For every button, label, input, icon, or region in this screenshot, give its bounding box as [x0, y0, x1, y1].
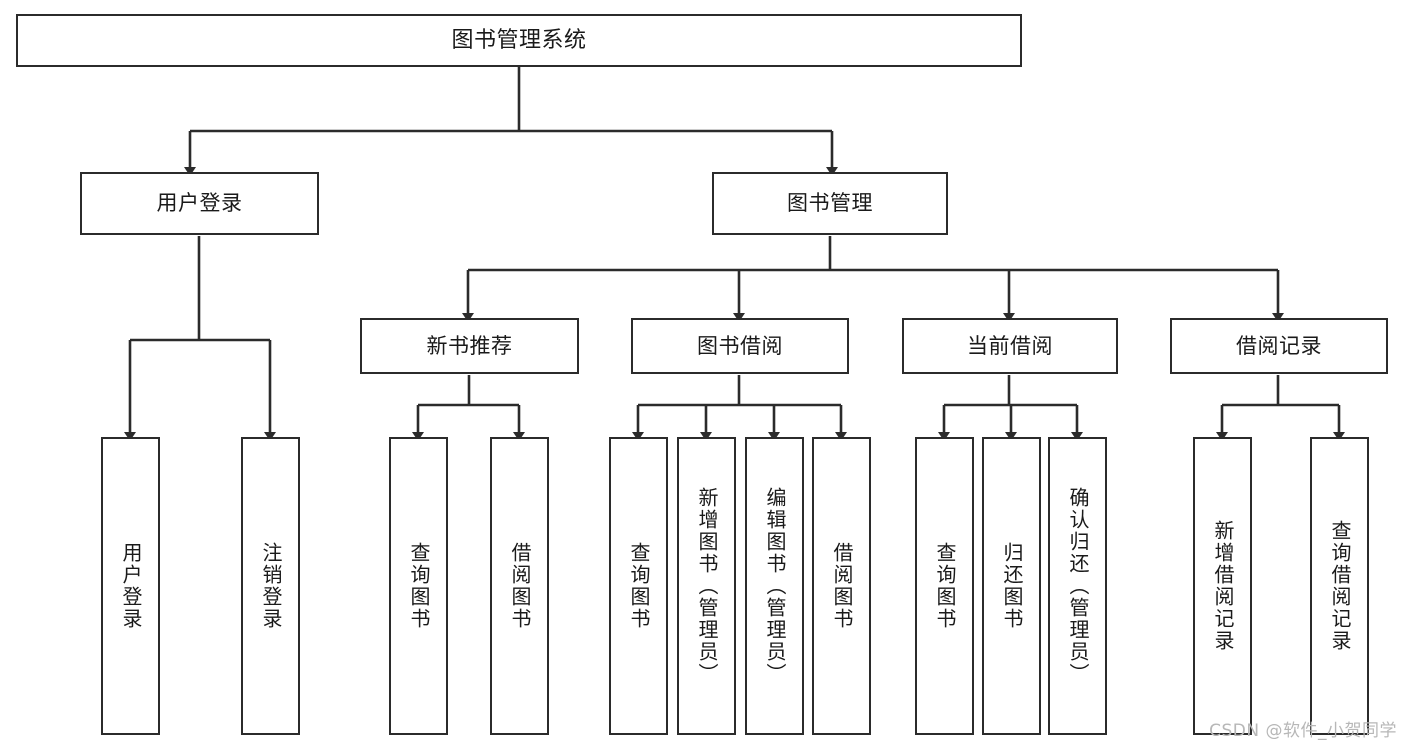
node-new-book-recommend[interactable]: 新书推荐 — [360, 318, 579, 374]
node-current-borrow-label: 当前借阅 — [967, 333, 1053, 358]
node-new-book-recommend-label: 新书推荐 — [426, 333, 513, 358]
node-root-system[interactable]: 图书管理系统 — [16, 14, 1022, 67]
node-leaf-current-confirm-return-label: 确认归还（管理员） — [1066, 487, 1090, 685]
node-leaf-newbook-borrow-label: 借阅图书 — [508, 542, 532, 630]
node-leaf-borrow-edit-book-label: 编辑图书（管理员） — [763, 487, 787, 685]
node-book-management[interactable]: 图书管理 — [712, 172, 948, 235]
node-root-system-label: 图书管理系统 — [451, 27, 587, 53]
node-leaf-borrow-edit-book[interactable]: 编辑图书（管理员） — [745, 437, 804, 735]
node-borrow-records-label: 借阅记录 — [1236, 333, 1322, 358]
node-user-login-label: 用户登录 — [156, 191, 243, 216]
node-current-borrow[interactable]: 当前借阅 — [902, 318, 1118, 374]
node-leaf-borrow-borrow-book-label: 借阅图书 — [830, 542, 854, 630]
node-leaf-records-add[interactable]: 新增借阅记录 — [1193, 437, 1252, 735]
node-leaf-user-login-signout-label: 注销登录 — [259, 542, 283, 630]
node-book-borrow[interactable]: 图书借阅 — [631, 318, 849, 374]
node-leaf-records-query-label: 查询借阅记录 — [1328, 520, 1352, 652]
node-leaf-borrow-add-book[interactable]: 新增图书（管理员） — [677, 437, 736, 735]
node-book-management-label: 图书管理 — [787, 191, 873, 216]
node-leaf-borrow-query[interactable]: 查询图书 — [609, 437, 668, 735]
node-leaf-borrow-borrow-book[interactable]: 借阅图书 — [812, 437, 871, 735]
node-leaf-newbook-query[interactable]: 查询图书 — [389, 437, 448, 735]
node-leaf-user-login-signin-label: 用户登录 — [119, 542, 143, 630]
node-leaf-borrow-query-label: 查询图书 — [627, 542, 651, 630]
node-leaf-records-query[interactable]: 查询借阅记录 — [1310, 437, 1369, 735]
node-leaf-current-query-label: 查询图书 — [933, 542, 957, 630]
node-book-borrow-label: 图书借阅 — [697, 333, 783, 358]
node-leaf-current-query[interactable]: 查询图书 — [915, 437, 974, 735]
node-leaf-user-login-signin[interactable]: 用户登录 — [101, 437, 160, 735]
node-leaf-newbook-query-label: 查询图书 — [407, 542, 431, 630]
node-leaf-current-confirm-return[interactable]: 确认归还（管理员） — [1048, 437, 1107, 735]
node-borrow-records[interactable]: 借阅记录 — [1170, 318, 1388, 374]
node-user-login[interactable]: 用户登录 — [80, 172, 319, 235]
node-leaf-records-add-label: 新增借阅记录 — [1211, 520, 1235, 652]
node-leaf-newbook-borrow[interactable]: 借阅图书 — [490, 437, 549, 735]
node-leaf-current-return[interactable]: 归还图书 — [982, 437, 1041, 735]
node-leaf-current-return-label: 归还图书 — [1000, 542, 1024, 630]
node-leaf-borrow-add-book-label: 新增图书（管理员） — [695, 487, 719, 685]
node-leaf-user-login-signout[interactable]: 注销登录 — [241, 437, 300, 735]
